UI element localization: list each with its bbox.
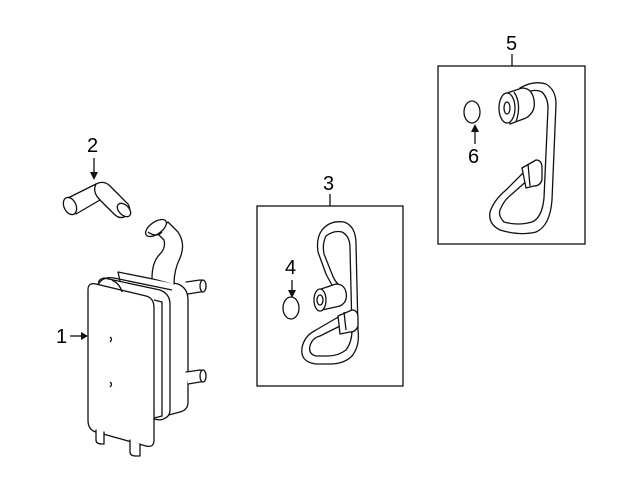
leader-arrows	[70, 54, 513, 340]
callout-1: 1	[56, 326, 67, 348]
oil-cooler	[87, 218, 207, 457]
callout-6: 6	[468, 146, 479, 168]
callout-4: 4	[285, 257, 296, 279]
callout-3: 3	[323, 173, 334, 195]
pipe-assembly-3	[301, 221, 360, 365]
o-ring-6	[463, 100, 481, 124]
o-ring-4	[282, 296, 300, 320]
pipe-assembly-5	[489, 82, 557, 235]
callout-2: 2	[87, 135, 98, 157]
hose	[62, 181, 132, 219]
callout-5: 5	[506, 33, 517, 55]
